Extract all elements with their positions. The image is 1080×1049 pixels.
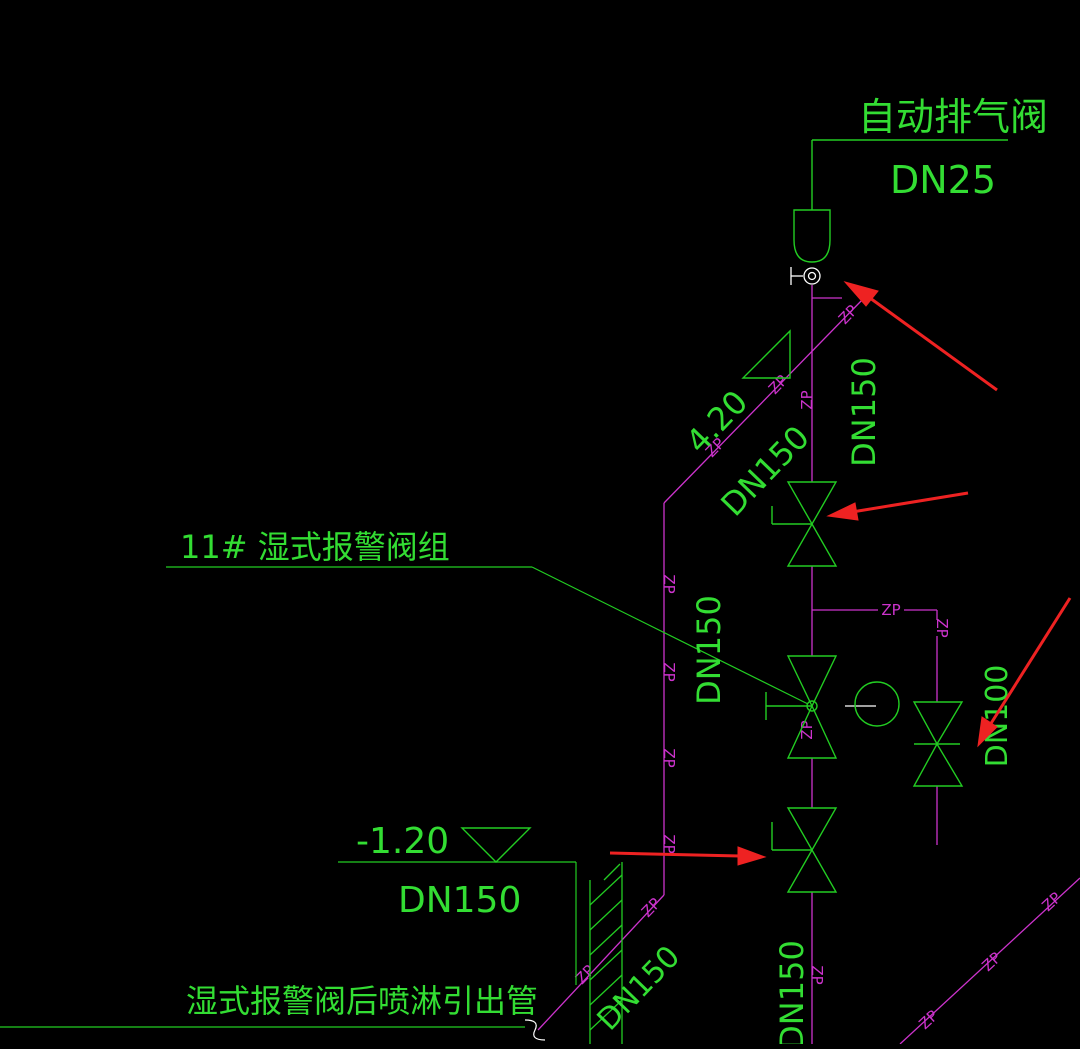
pressure-gauge-icon[interactable]: [854, 681, 900, 727]
zp-label: ZP: [798, 390, 816, 409]
zp-label: ZP: [660, 662, 678, 681]
bottom-leader: [338, 861, 577, 985]
alarm-group-label: 11# 湿式报警阀组: [180, 528, 450, 566]
gate-valve-icon[interactable]: [771, 481, 838, 567]
elevation-triangle-icon: [460, 827, 532, 863]
outlet-pipe-label: 湿式报警阀后喷淋引出管: [186, 982, 538, 1020]
drain-branch-pipe: [812, 609, 938, 845]
elevation-triangle-icon: [741, 329, 791, 379]
alarm-valve-icon[interactable]: [765, 655, 838, 759]
wall-hatch-icon: [589, 862, 623, 1044]
pipe-break-icon: [524, 1019, 546, 1041]
zp-label: ZP: [765, 371, 791, 397]
zp-label: ZP: [915, 1007, 941, 1033]
dn25-label: DN25: [890, 158, 996, 202]
alarm-group-leader: [166, 566, 809, 705]
zp-label: ZP: [933, 618, 951, 637]
red-arrow-icon: [826, 491, 969, 521]
elevation-bottom-label: -1.20: [356, 821, 449, 862]
dn150-bottom-riser-label: DN150: [773, 940, 811, 1044]
zp-label: ZP: [808, 965, 826, 984]
air-valve-fitting-icon: [790, 267, 821, 285]
gate-valve-icon[interactable]: [771, 807, 838, 893]
zp-label: ZP: [978, 949, 1004, 975]
auto-air-valve-icon[interactable]: [793, 139, 1008, 263]
dn150-riser-left-label: DN150: [690, 595, 728, 705]
dn150-bottom-slant-label: DN150: [591, 939, 688, 1037]
red-arrow-icon: [609, 846, 767, 866]
zp-label: ZP: [1038, 889, 1064, 915]
zp-label: ZP: [660, 834, 678, 853]
auto-air-valve-label: 自动排气阀: [858, 95, 1048, 139]
dn150-bottom-label: DN150: [398, 880, 521, 921]
dn100-label: DN100: [980, 665, 1015, 768]
main-riser-pipe: [811, 285, 842, 1044]
zp-label: ZP: [660, 748, 678, 767]
green-labels: 自动排气阀 DN25 4.20 DN150 DN150 11# 湿式报警阀组 D…: [180, 95, 1048, 1049]
red-arrow-icon: [977, 597, 1072, 748]
outlet-diagonal-pipe: [899, 877, 1080, 1045]
bypass-pipe: [537, 297, 865, 1031]
dn150-riser-right-label: DN150: [845, 357, 883, 467]
red-arrows: [609, 281, 1072, 866]
red-arrow-icon: [843, 281, 998, 392]
zp-label: ZP: [881, 601, 900, 619]
drain-valve-icon[interactable]: [912, 701, 964, 787]
zp-label: ZP: [660, 574, 678, 593]
